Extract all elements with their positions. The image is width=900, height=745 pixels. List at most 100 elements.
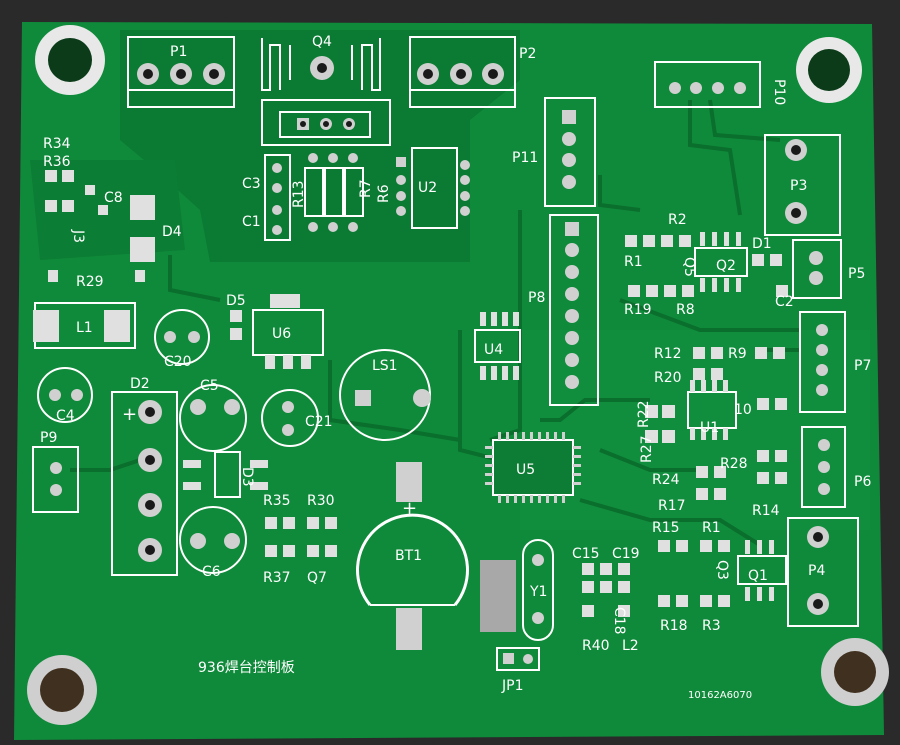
label-r8: R8 [676, 302, 695, 318]
q4-pins [297, 118, 355, 130]
silkscreen-labels: P1 Q4 P2 P10 P11 R34 R36 C8 D4 J3 R29 L1… [40, 34, 871, 701]
label-r6: R6 [376, 184, 392, 203]
label-ls1: LS1 [372, 358, 398, 374]
label-d5: D5 [226, 293, 246, 309]
mcu-u5 [485, 432, 581, 503]
q2-outline [694, 247, 748, 277]
label-q5: Q5 [681, 257, 697, 277]
smd-pad-large [480, 560, 516, 632]
label-c10: 10 [734, 402, 752, 418]
label-c21: C21 [305, 414, 333, 430]
label-r40: R40 [582, 638, 610, 654]
label-j3: J3 [70, 229, 86, 243]
label-r7: R7 [358, 179, 374, 198]
label-d1: D1 [752, 236, 772, 252]
label-plus-bt1: + [402, 498, 417, 519]
label-c18: C18 [611, 607, 627, 635]
label-r14: R14 [752, 503, 780, 519]
label-p2: P2 [519, 46, 536, 62]
q1-outline [737, 555, 787, 585]
connector-p1 [127, 36, 235, 108]
label-r27: R27 [639, 435, 655, 463]
inductor-l1 [33, 302, 136, 349]
mounting-holes [27, 25, 889, 725]
label-p9: P9 [40, 430, 57, 446]
connector-p3 [764, 134, 841, 236]
label-q1: Q1 [748, 568, 768, 584]
label-r35: R35 [263, 493, 291, 509]
label-p5: P5 [848, 266, 865, 282]
label-r19: R19 [624, 302, 652, 318]
mosfet-q1 [745, 540, 774, 601]
label-p7: P7 [854, 358, 871, 374]
label-r15: R15 [652, 520, 680, 536]
label-r28: R28 [720, 456, 748, 472]
label-p11: P11 [512, 150, 538, 166]
connector-p2 [409, 36, 516, 108]
label-y1: Y1 [529, 584, 547, 600]
label-p1: P1 [170, 44, 187, 60]
label-r36: R36 [43, 154, 71, 170]
label-c5: C5 [200, 378, 219, 394]
header-p11 [544, 97, 596, 207]
label-p3: P3 [790, 178, 807, 194]
label-u1: U1 [700, 420, 719, 436]
label-d4: D4 [162, 224, 182, 240]
label-jp1: JP1 [501, 678, 523, 694]
label-bt1: BT1 [395, 548, 422, 564]
label-r3: R3 [702, 618, 721, 634]
label-r37: R37 [263, 570, 291, 586]
label-d3: D3 [239, 467, 255, 487]
label-r29: R29 [76, 274, 104, 290]
d3-outline [214, 451, 241, 498]
label-r13: R13 [291, 180, 307, 208]
label-r1-top: R1 [624, 254, 643, 270]
label-r30: R30 [307, 493, 335, 509]
smd-pads [45, 170, 788, 617]
header-p8 [549, 214, 599, 406]
mosfet-q2 [700, 232, 741, 292]
label-r22: R22 [636, 400, 652, 428]
label-q3: Q3 [714, 560, 730, 580]
label-u2: U2 [418, 180, 437, 196]
resistors-axial [264, 153, 364, 241]
label-c4: C4 [56, 408, 75, 424]
label-d2: D2 [130, 376, 150, 392]
label-c1: C1 [242, 214, 261, 230]
label-c19: C19 [612, 546, 640, 562]
bridge-d2 [111, 391, 178, 576]
label-r1-bottom: R1 [702, 520, 721, 536]
board-title: 936焊台控制板 [198, 660, 295, 676]
label-p10: P10 [771, 79, 787, 105]
label-c6: C6 [202, 564, 221, 580]
traces [70, 99, 800, 547]
label-c20: C20 [164, 354, 192, 370]
label-p6: P6 [854, 474, 871, 490]
ic-u4 [474, 312, 521, 380]
label-u4: U4 [484, 342, 503, 358]
label-c15: C15 [572, 546, 600, 562]
label-r18: R18 [660, 618, 688, 634]
label-r17: R17 [658, 498, 686, 514]
label-c3: C3 [242, 176, 261, 192]
regulator-u6 [252, 294, 324, 369]
label-u6: U6 [272, 326, 291, 342]
cap-outlines [37, 309, 431, 574]
ic-u2 [396, 147, 470, 229]
connector-p4 [787, 517, 859, 627]
label-r34: R34 [43, 136, 71, 152]
connector-p9 [32, 446, 79, 513]
label-r20: R20 [654, 370, 682, 386]
label-r24: R24 [652, 472, 680, 488]
label-q4: Q4 [312, 34, 332, 50]
label-l2: L2 [622, 638, 639, 654]
label-q7: Q7 [307, 570, 327, 586]
label-r2: R2 [668, 212, 687, 228]
label-r12: R12 [654, 346, 682, 362]
label-l1: L1 [76, 320, 93, 336]
connector-p7 [799, 311, 846, 413]
label-p8: P8 [528, 290, 545, 306]
ic-u1 [687, 380, 737, 440]
label-r9: R9 [728, 346, 747, 362]
